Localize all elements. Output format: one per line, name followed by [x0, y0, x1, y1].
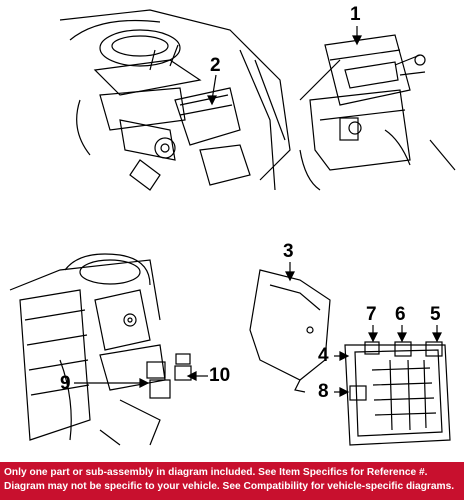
callout-3: 3: [283, 241, 294, 262]
control-module-3-illustration: [249, 269, 331, 393]
engine-relays-illustration: [9, 253, 192, 446]
callout-7: 7: [366, 304, 377, 325]
callout-9: 9: [60, 373, 71, 394]
arrowhead-4: [339, 351, 350, 361]
arrowhead-6: [397, 332, 407, 343]
arrowhead-7: [368, 332, 378, 343]
callout-1: 1: [350, 4, 361, 25]
module-1-illustration: [299, 34, 456, 191]
disclaimer-line-2: Diagram may not be specific to your vehi…: [4, 481, 455, 492]
callout-8: 8: [318, 381, 329, 402]
arrowhead-2: [207, 95, 217, 106]
arrowhead-8: [339, 387, 350, 397]
disclaimer-line-1: Only one part or sub-assembly in diagram…: [4, 467, 428, 478]
callout-10: 10: [209, 365, 231, 386]
callout-2: 2: [210, 55, 221, 76]
arrowhead-5: [432, 332, 442, 343]
arrowhead-10: [186, 371, 197, 381]
callout-5: 5: [430, 304, 441, 325]
arrowhead-9: [139, 378, 150, 388]
engine-bay-illustration: [59, 9, 291, 191]
callout-4: 4: [318, 345, 329, 366]
relay-box-illustration: [344, 341, 451, 446]
arrowhead-1: [352, 35, 362, 46]
arrowhead-3: [285, 271, 295, 282]
callout-6: 6: [395, 304, 406, 325]
parts-diagram: [9, 9, 456, 446]
disclaimer-banner: Only one part or sub-assembly in diagram…: [0, 462, 464, 500]
